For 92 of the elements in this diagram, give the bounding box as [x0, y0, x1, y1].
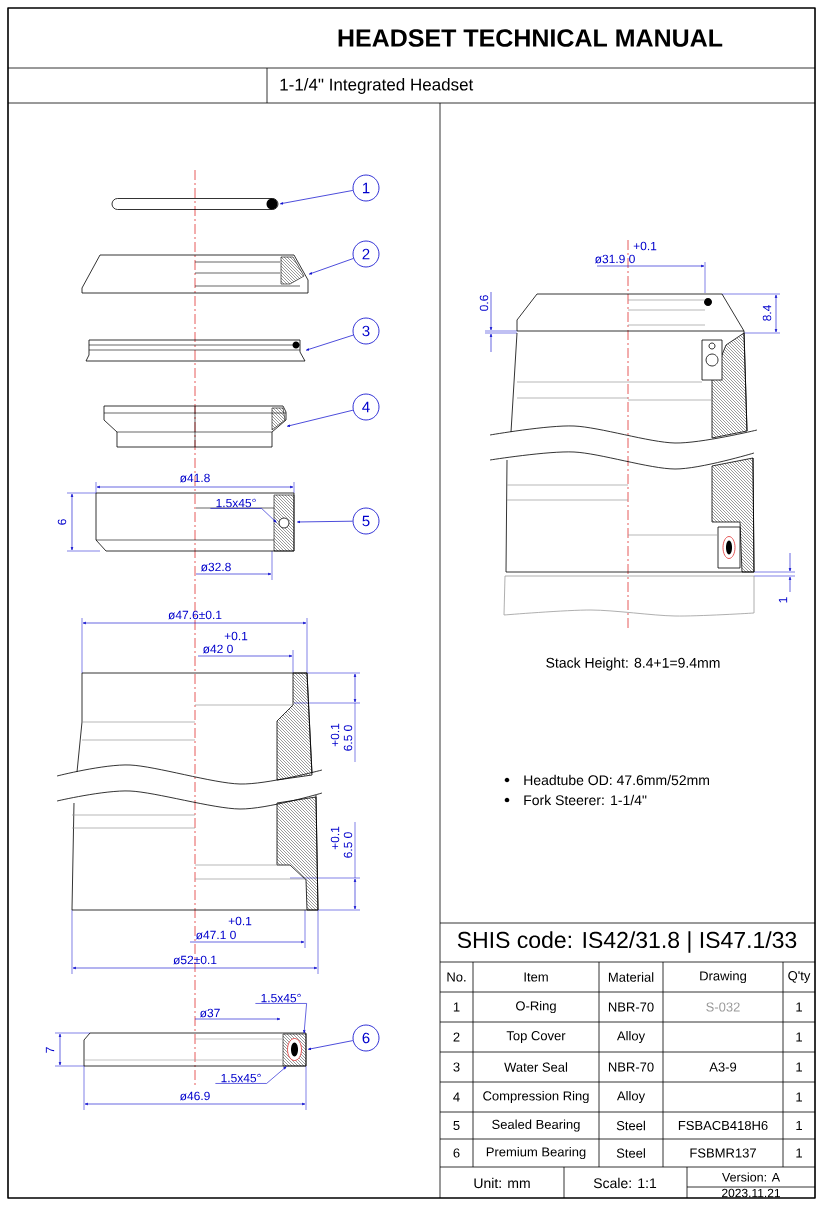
table-cell: Water Seal	[504, 1062, 568, 1072]
bearing-drawing	[273, 494, 295, 552]
table-cell: Top Cover	[506, 1031, 566, 1043]
dimension-text: ø37	[199, 1008, 220, 1018]
footer-cell: Unit: mm	[474, 1177, 530, 1189]
dimension-text: ø47.6±0.1	[168, 610, 222, 620]
o-ring-drawing	[111, 198, 279, 210]
footer-cell: 2023.11.21	[722, 1188, 780, 1198]
table-cell: O-Ring	[516, 1000, 556, 1014]
table-cell: 1	[453, 1002, 460, 1012]
top-cover-drawing	[81, 254, 309, 294]
compression-ring-drawing	[103, 405, 287, 448]
bullet-item: Headtube OD: 47.6mm/52mm	[504, 774, 709, 786]
bearing-drawing	[282, 1033, 307, 1067]
table-cell: 6	[453, 1148, 460, 1158]
chamfer-note: 1.5x45°	[221, 1073, 261, 1083]
dimension-text: ø32.8	[200, 562, 231, 572]
bearing-drawing	[83, 1032, 307, 1067]
table-cell: Drawing	[700, 970, 746, 984]
table-cell: Steel	[616, 1120, 645, 1131]
dimension-text: ø31.9 0	[594, 254, 635, 264]
table-cell: NBR-70	[608, 1002, 654, 1012]
bullet-item: Fork Steerer: 1-1/4"	[504, 794, 647, 806]
table-cell: 2	[453, 1032, 460, 1042]
dimension-text: 6.5 0	[343, 725, 353, 751]
table-cell: 1	[796, 1148, 802, 1158]
chamfer-note: 1.5x45°	[261, 993, 301, 1003]
callout-number: 4	[352, 393, 380, 421]
dimension-text: +0.1	[224, 631, 248, 641]
table-cell: 4	[453, 1092, 460, 1102]
stack-height-note: Stack Height: 8.4+1=9.4mm	[546, 657, 720, 671]
dimension-text: 6	[57, 519, 67, 525]
dimension-text: +0.1	[633, 241, 657, 251]
leader-line	[308, 1040, 354, 1050]
dimension-text: ø47.1 0	[195, 930, 236, 940]
callout-number: 1	[352, 174, 380, 202]
table-cell: Item	[524, 972, 548, 982]
dimension-text: ø41.8	[179, 473, 210, 483]
table-cell: Sealed Bearing	[492, 1119, 580, 1132]
footer-cell: Scale: 1:1	[593, 1177, 657, 1189]
callout-number: 5	[352, 507, 380, 535]
leader-line	[215, 1066, 287, 1084]
code-heading: SHIS code: IS42/31.8 | IS47.1/33	[457, 931, 797, 953]
callout-number: 6	[352, 1024, 380, 1052]
top-cover-drawing	[280, 256, 305, 285]
dimension-text: 0.6	[479, 295, 489, 311]
table-cell: Alloy	[616, 1090, 646, 1104]
table-cell: Compression Ring	[483, 1090, 589, 1104]
table-cell: FSBACB418H6	[678, 1120, 768, 1131]
table-cell: 1	[796, 1032, 802, 1042]
callout-number: 3	[352, 317, 380, 345]
dimension-text: 8.4	[762, 305, 772, 321]
callout-number: 2	[352, 240, 380, 268]
table-cell: FSBMR137	[690, 1148, 756, 1158]
dimension-text: ø42 0	[202, 644, 233, 654]
table-cell: Steel	[616, 1148, 645, 1158]
table-cell: 3	[453, 1062, 460, 1072]
dimension-text: 6.5 0	[343, 832, 353, 858]
leader-line	[297, 520, 353, 524]
footer-cell: Version: A	[722, 1172, 781, 1182]
bearing-drawing	[95, 492, 295, 552]
table-cell: 1	[796, 1002, 802, 1012]
table-cell: S-032	[706, 1002, 740, 1012]
compression-ring-drawing	[271, 407, 286, 431]
leader-line	[287, 409, 354, 427]
table-cell: Premium Bearing	[486, 1146, 586, 1160]
table-cell: 1	[796, 1092, 802, 1102]
leader-line	[306, 334, 354, 351]
subtitle: 1-1/4" Integrated Headset	[280, 78, 474, 94]
table-cell: 5	[453, 1121, 460, 1131]
table-cell: Alloy	[616, 1030, 646, 1044]
table-cell: Material	[608, 972, 654, 982]
leader-line	[309, 258, 354, 275]
dimension-text: +0.1	[228, 916, 252, 926]
dimension-text: ø52±0.1	[173, 955, 217, 965]
leader-line	[210, 508, 277, 523]
title: HEADSET TECHNICAL MANUAL	[338, 29, 723, 47]
table-cell: 1	[796, 1062, 802, 1072]
water-seal-drawing	[85, 339, 306, 362]
dimension-text: ø46.9	[179, 1091, 210, 1101]
dimension-text: +0.1	[330, 723, 340, 747]
leader-line	[255, 1003, 307, 1034]
table-cell: Q'ty	[788, 971, 811, 983]
dimension-text: +0.1	[330, 826, 340, 850]
leader-line	[280, 190, 354, 205]
dimension-text: 7	[45, 1047, 55, 1053]
table-cell: No.	[447, 972, 466, 982]
dimension-text: 1	[778, 597, 788, 603]
table-cell: NBR-70	[608, 1062, 654, 1072]
table-cell: 1	[796, 1121, 802, 1130]
table-cell: A3-9	[709, 1062, 737, 1072]
chamfer-note: 1.5x45°	[216, 498, 256, 508]
